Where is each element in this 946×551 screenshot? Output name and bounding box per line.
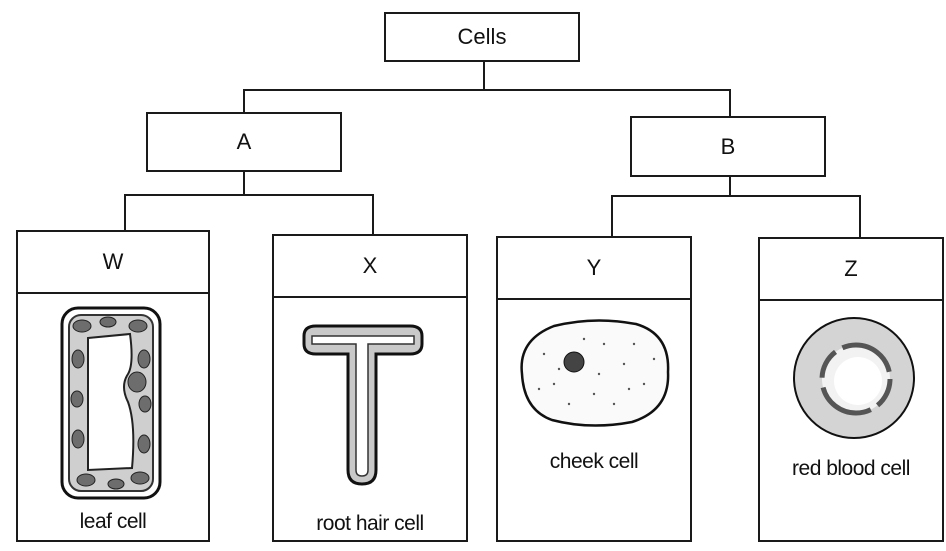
cell-card-z: Z red blood cell [758, 237, 944, 542]
cell-y-label: Y [587, 255, 602, 281]
cell-card-x-header: X [274, 236, 466, 298]
root-hair-cell-icon [298, 320, 428, 490]
group-node-a: A [146, 112, 342, 172]
cell-card-z-header: Z [760, 239, 942, 301]
group-a-label: A [237, 129, 252, 155]
cell-x-label: X [363, 253, 378, 279]
cell-z-caption: red blood cell [760, 457, 942, 481]
cell-z-label: Z [844, 256, 857, 282]
cell-card-w: W leaf cell [16, 230, 210, 542]
cell-card-y-header: Y [498, 238, 690, 300]
cell-y-caption: cheek cell [498, 450, 690, 474]
group-b-label: B [721, 134, 736, 160]
root-node-cells: Cells [384, 12, 580, 62]
cell-card-y: Y cheek cell [496, 236, 692, 542]
leaf-cell-icon [58, 304, 164, 504]
cell-w-label: W [103, 249, 124, 275]
cell-card-w-header: W [18, 232, 208, 294]
red-blood-cell-icon [788, 313, 920, 443]
cheek-cell-icon [514, 314, 676, 432]
cell-w-caption: leaf cell [18, 510, 208, 534]
cell-x-caption: root hair cell [274, 512, 466, 536]
cell-card-x: X root hair cell [272, 234, 468, 542]
group-node-b: B [630, 116, 826, 177]
root-label: Cells [458, 24, 507, 50]
